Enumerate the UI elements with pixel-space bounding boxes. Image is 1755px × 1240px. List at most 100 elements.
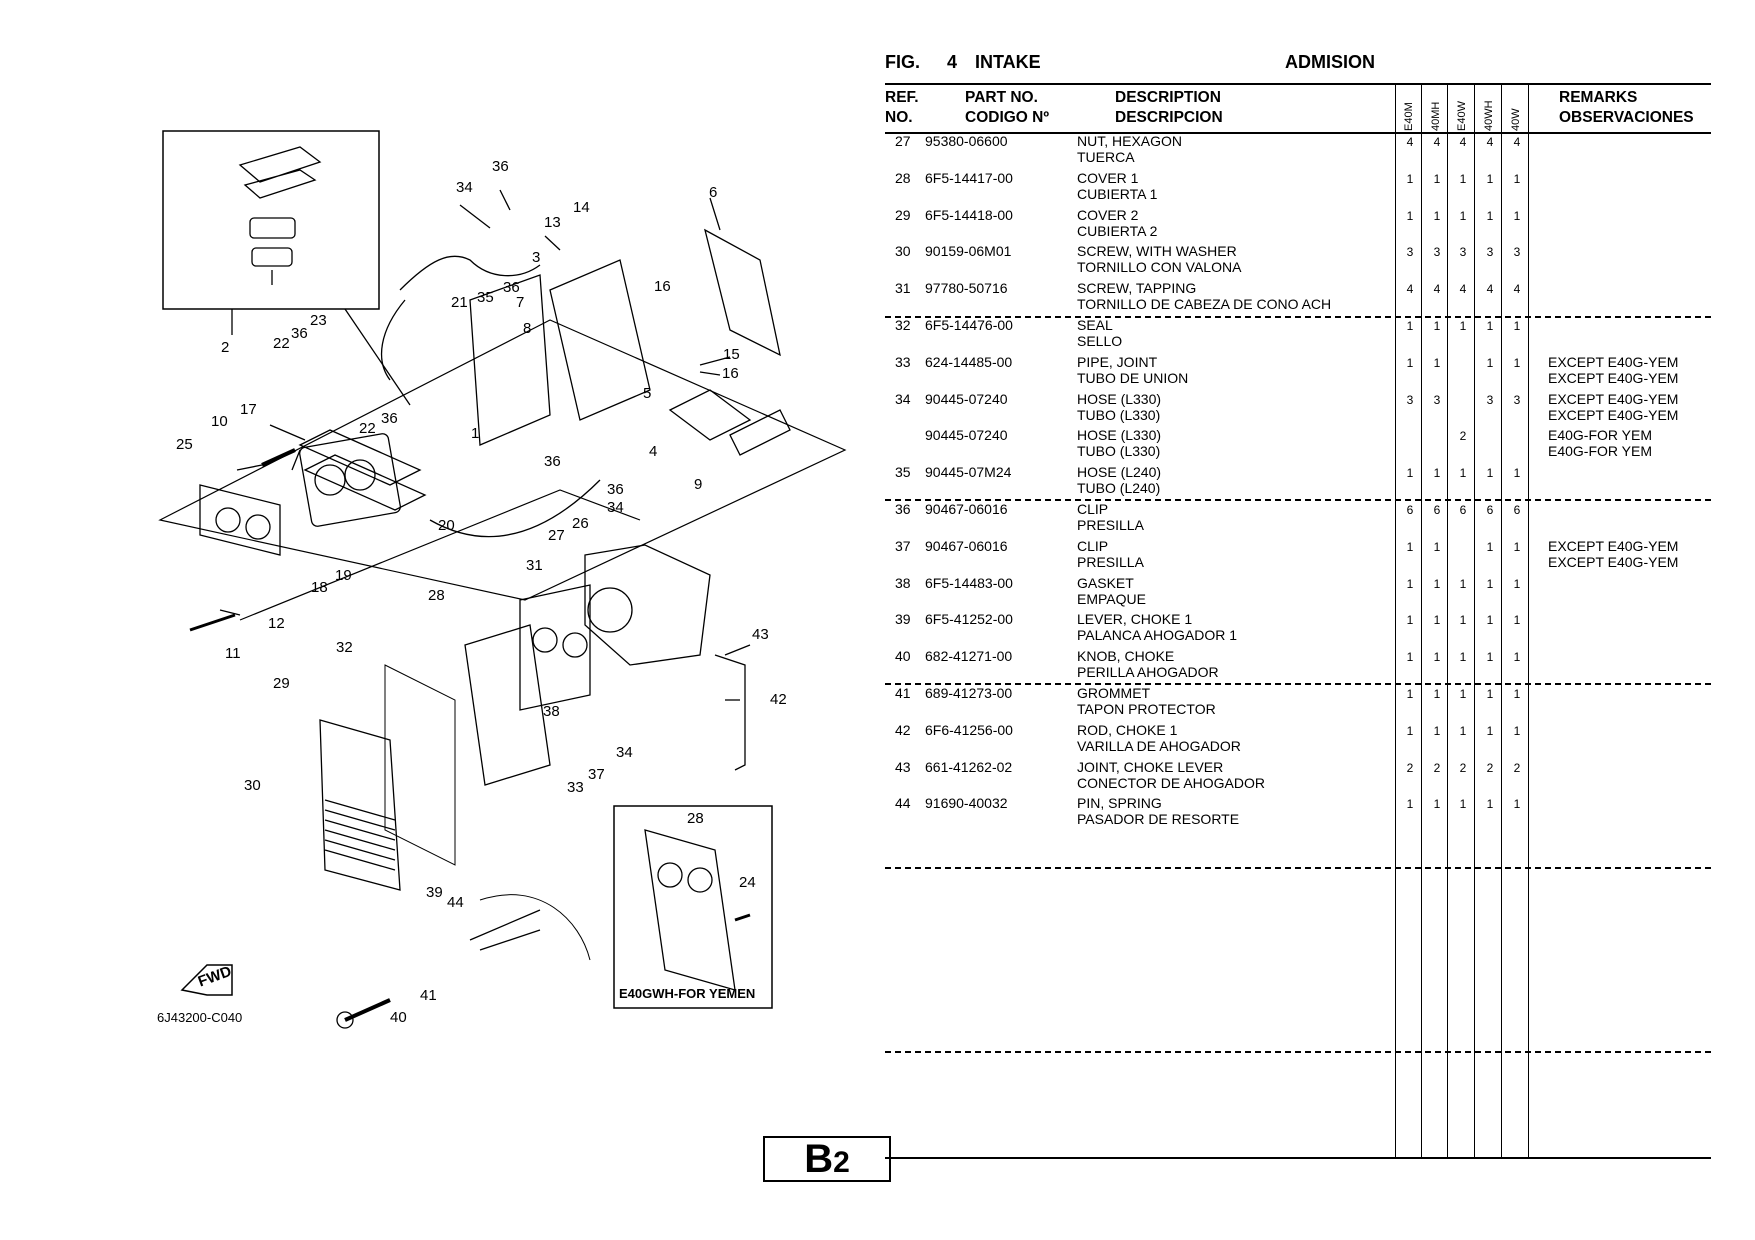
row-quantity: 6	[1486, 503, 1494, 517]
row-quantity: 1	[1513, 539, 1521, 554]
row-description-en: LEVER, CHOKE 1	[1077, 611, 1193, 628]
svg-text:36: 36	[544, 453, 561, 470]
row-quantity: 1	[1433, 355, 1441, 370]
model-column-2: E40W	[1456, 101, 1468, 131]
row-description-en: SEAL	[1077, 317, 1113, 333]
row-remark: EXCEPT E40G-YEM	[1548, 406, 1679, 423]
row-quantity: 1	[1433, 613, 1441, 628]
svg-text:35: 35	[477, 289, 494, 306]
row-part-number: 6F5-41252-00	[925, 611, 1013, 628]
row-description-en: SCREW, TAPPING	[1077, 280, 1197, 297]
row-remark: EXCEPT E40G-YEM	[1548, 537, 1679, 554]
row-quantity: 1	[1459, 650, 1467, 665]
svg-text:16: 16	[654, 278, 671, 295]
row-description-es: CUBIERTA 1	[1077, 185, 1158, 202]
row-quantity: 1	[1486, 466, 1494, 481]
row-remark: E40G-FOR YEM	[1548, 427, 1652, 444]
group-separator	[885, 867, 1711, 869]
row-quantity: 1	[1513, 466, 1521, 481]
row-quantity: 4	[1433, 282, 1441, 297]
svg-text:36: 36	[503, 279, 520, 296]
svg-text:32: 32	[336, 639, 353, 656]
row-ref: 40	[895, 648, 911, 665]
svg-text:27: 27	[548, 527, 565, 544]
svg-text:36: 36	[492, 158, 509, 175]
svg-text:24: 24	[739, 874, 756, 891]
group-separator	[885, 316, 1711, 318]
row-quantity: 1	[1433, 650, 1441, 665]
row-quantity: 1	[1513, 797, 1521, 812]
row-description-en: COVER 1	[1077, 169, 1139, 186]
row-quantity: 2	[1459, 760, 1467, 775]
row-part-number: 90159-06M01	[925, 243, 1012, 260]
row-quantity: 2	[1513, 760, 1521, 775]
group-separator	[885, 499, 1711, 501]
row-part-number: 6F5-14417-00	[925, 169, 1013, 186]
row-remark: E40G-FOR YEM	[1548, 443, 1652, 460]
row-quantity: 4	[1513, 282, 1521, 297]
svg-text:11: 11	[225, 645, 241, 662]
row-quantity: 3	[1486, 392, 1494, 407]
row-quantity: 6	[1459, 503, 1467, 517]
row-quantity: 1	[1486, 613, 1494, 628]
row-description-es: PERILLA AHOGADOR	[1077, 664, 1219, 681]
row-remark: EXCEPT E40G-YEM	[1548, 369, 1679, 386]
svg-text:31: 31	[526, 557, 543, 574]
svg-text:28: 28	[687, 810, 704, 827]
row-quantity: 1	[1459, 208, 1467, 223]
svg-text:43: 43	[752, 626, 769, 643]
row-ref: 32	[895, 317, 911, 333]
svg-text:44: 44	[447, 894, 464, 911]
group-separator	[885, 683, 1711, 685]
row-quantity: 1	[1406, 613, 1414, 628]
svg-text:6: 6	[709, 184, 717, 201]
row-quantity: 1	[1406, 319, 1414, 333]
row-quantity: 1	[1486, 723, 1494, 738]
row-quantity: 4	[1406, 135, 1414, 149]
row-quantity: 3	[1459, 245, 1467, 260]
row-quantity: 1	[1406, 723, 1414, 738]
svg-text:41: 41	[420, 987, 437, 1004]
row-quantity: 1	[1513, 208, 1521, 223]
row-quantity: 3	[1486, 245, 1494, 260]
row-quantity: 1	[1513, 171, 1521, 186]
row-ref: 33	[895, 353, 911, 370]
row-description-en: KNOB, CHOKE	[1077, 648, 1175, 665]
inset-caption: E40GWH-FOR YEMEN	[619, 986, 755, 1001]
svg-text:29: 29	[273, 675, 290, 692]
svg-text:17: 17	[240, 401, 257, 418]
svg-text:19: 19	[335, 567, 352, 584]
row-quantity: 1	[1459, 466, 1467, 481]
row-quantity: 1	[1406, 797, 1414, 812]
row-description-es: TUBO (L240)	[1077, 480, 1161, 497]
row-description-es: PRESILLA	[1077, 553, 1144, 570]
row-description-es: TUBO (L330)	[1077, 406, 1161, 423]
header-ref-en: REF.	[885, 89, 919, 106]
row-quantity: 6	[1513, 503, 1521, 517]
row-quantity: 1	[1486, 650, 1494, 665]
row-quantity: 4	[1459, 282, 1467, 297]
svg-text:1: 1	[471, 425, 479, 442]
row-quantity: 1	[1433, 687, 1441, 701]
svg-text:34: 34	[607, 499, 624, 516]
row-quantity: 1	[1433, 539, 1441, 554]
row-description-en: PIPE, JOINT	[1077, 353, 1158, 370]
svg-text:7: 7	[516, 294, 524, 311]
row-quantity: 2	[1486, 760, 1494, 775]
row-quantity: 1	[1433, 171, 1441, 186]
row-ref: 39	[895, 611, 911, 628]
row-ref: 34	[895, 390, 911, 407]
header-remarks-en: REMARKS	[1559, 89, 1638, 106]
row-description-es: PALANCA AHOGADOR 1	[1077, 627, 1238, 644]
row-description-en: HOSE (L330)	[1077, 427, 1162, 444]
row-part-number: 90467-06016	[925, 537, 1008, 554]
fig-number: 4	[947, 52, 958, 72]
svg-text:36: 36	[291, 325, 308, 342]
svg-text:34: 34	[616, 744, 633, 761]
svg-text:13: 13	[544, 214, 561, 231]
row-part-number: 90467-06016	[925, 501, 1008, 517]
row-description-en: HOSE (L240)	[1077, 464, 1162, 481]
row-ref: 28	[895, 169, 911, 186]
row-quantity: 1	[1406, 171, 1414, 186]
svg-text:40: 40	[390, 1009, 407, 1026]
